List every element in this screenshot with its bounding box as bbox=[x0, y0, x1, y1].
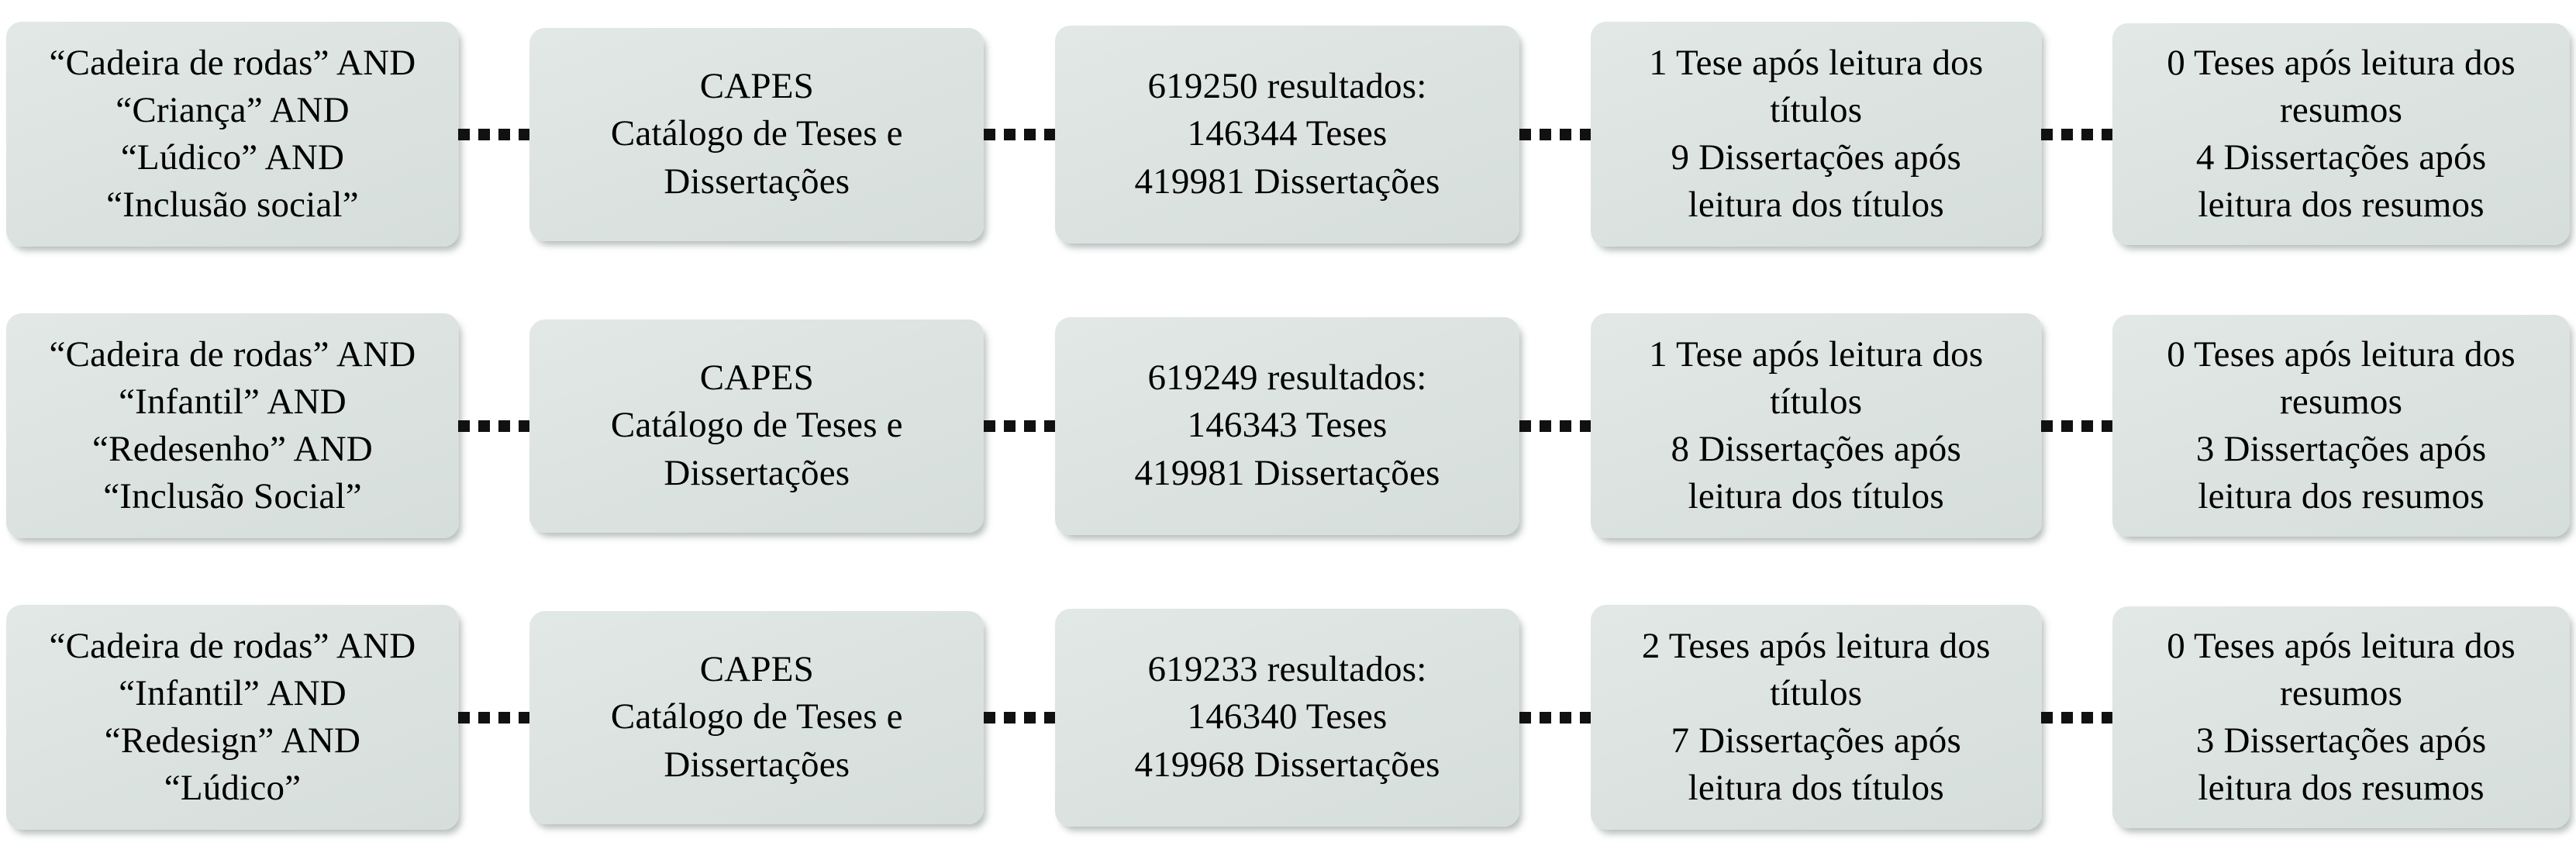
connector-dot-icon bbox=[458, 128, 471, 140]
connector-dot-icon bbox=[2060, 420, 2073, 432]
connector-dot-icon bbox=[1043, 711, 1056, 723]
node-label: 0 Teses após leitura dos resumos 4 Disse… bbox=[2167, 42, 2516, 226]
connector-dot-icon bbox=[1023, 128, 1036, 140]
connector-dots-row2-4 bbox=[2040, 298, 2113, 554]
connector-dot-icon bbox=[1519, 420, 1531, 432]
connector-dot-icon bbox=[2101, 711, 2113, 723]
connector-dots-row3-4 bbox=[2040, 589, 2113, 845]
connector-dot-icon bbox=[1003, 128, 1016, 140]
node-database-row3[interactable]: CAPES Catálogo de Teses e Dissertações bbox=[529, 610, 985, 824]
node-search-query-row1[interactable]: “Cadeira de rodas” AND “Criança” AND “Lú… bbox=[6, 22, 459, 247]
node-label: CAPES Catálogo de Teses e Dissertações bbox=[610, 66, 903, 202]
node-results-row3[interactable]: 619233 resultados: 146340 Teses 419968 D… bbox=[1054, 608, 1520, 827]
connector-dot-icon bbox=[983, 128, 995, 140]
connector-dot-icon bbox=[1003, 711, 1016, 723]
connector-dot-icon bbox=[458, 420, 471, 432]
flow-row-1: “Cadeira de rodas” AND “Criança” AND “Lú… bbox=[0, 6, 2576, 262]
connector-dot-icon bbox=[2081, 711, 2093, 723]
connector-dot-icon bbox=[2101, 128, 2113, 140]
node-label: 619250 resultados: 146344 Teses 419981 D… bbox=[1134, 66, 1440, 202]
flow-row-3: “Cadeira de rodas” AND “Infantil” AND “R… bbox=[0, 589, 2576, 845]
connector-dot-icon bbox=[1559, 711, 1571, 723]
connector-dot-icon bbox=[1003, 420, 1016, 432]
connector-dots-row1-1 bbox=[458, 6, 531, 262]
node-search-query-row3[interactable]: “Cadeira de rodas” AND “Infantil” AND “R… bbox=[6, 605, 459, 830]
connector-dot-icon bbox=[2040, 420, 2053, 432]
connector-dot-icon bbox=[519, 711, 531, 723]
node-database-row1[interactable]: CAPES Catálogo de Teses e Dissertações bbox=[529, 27, 985, 241]
node-label: 619233 resultados: 146340 Teses 419968 D… bbox=[1134, 649, 1440, 785]
connector-dot-icon bbox=[1539, 420, 1551, 432]
connector-dot-icon bbox=[458, 711, 471, 723]
connector-dot-icon bbox=[1579, 420, 1591, 432]
node-label: CAPES Catálogo de Teses e Dissertações bbox=[610, 649, 903, 785]
node-label: 0 Teses após leitura dos resumos 3 Disse… bbox=[2167, 333, 2516, 517]
connector-dot-icon bbox=[2081, 128, 2093, 140]
connector-dot-icon bbox=[1559, 128, 1571, 140]
connector-dot-icon bbox=[1023, 711, 1036, 723]
connector-dot-icon bbox=[478, 711, 491, 723]
connector-dot-icon bbox=[2040, 128, 2053, 140]
connector-dot-icon bbox=[519, 128, 531, 140]
node-abstract-screening-row3[interactable]: 0 Teses após leitura dos resumos 3 Disse… bbox=[2112, 606, 2571, 828]
node-label: 619249 resultados: 146343 Teses 419981 D… bbox=[1134, 357, 1440, 493]
node-label: 1 Tese após leitura dos títulos 8 Disser… bbox=[1649, 333, 1984, 517]
node-database-row2[interactable]: CAPES Catálogo de Teses e Dissertações bbox=[529, 319, 985, 533]
connector-dot-icon bbox=[1559, 420, 1571, 432]
node-label: “Cadeira de rodas” AND “Criança” AND “Lú… bbox=[49, 42, 416, 226]
connector-dot-icon bbox=[1043, 128, 1056, 140]
connector-dot-icon bbox=[1579, 711, 1591, 723]
connector-dots-row1-4 bbox=[2040, 6, 2113, 262]
flow-row-2: “Cadeira de rodas” AND “Infantil” AND “R… bbox=[0, 298, 2576, 554]
node-label: “Cadeira de rodas” AND “Infantil” AND “R… bbox=[49, 625, 416, 809]
node-label: 2 Teses após leitura dos títulos 7 Disse… bbox=[1641, 625, 1991, 809]
connector-dot-icon bbox=[498, 420, 511, 432]
connector-dot-icon bbox=[478, 128, 491, 140]
node-abstract-screening-row1[interactable]: 0 Teses após leitura dos resumos 4 Disse… bbox=[2112, 23, 2571, 245]
node-abstract-screening-row2[interactable]: 0 Teses após leitura dos resumos 3 Disse… bbox=[2112, 315, 2571, 537]
node-results-row1[interactable]: 619250 resultados: 146344 Teses 419981 D… bbox=[1054, 25, 1520, 243]
connector-dots-row1-3 bbox=[1519, 6, 1591, 262]
connector-dot-icon bbox=[498, 711, 511, 723]
connector-dot-icon bbox=[2060, 128, 2073, 140]
node-label: 1 Tese após leitura dos títulos 9 Disser… bbox=[1649, 42, 1984, 226]
connector-dot-icon bbox=[983, 711, 995, 723]
node-title-screening-row2[interactable]: 1 Tese após leitura dos títulos 8 Disser… bbox=[1590, 313, 2042, 538]
node-results-row2[interactable]: 619249 resultados: 146343 Teses 419981 D… bbox=[1054, 316, 1520, 535]
connector-dot-icon bbox=[1539, 128, 1551, 140]
node-title-screening-row1[interactable]: 1 Tese após leitura dos títulos 9 Disser… bbox=[1590, 22, 2042, 247]
node-title-screening-row3[interactable]: 2 Teses após leitura dos títulos 7 Disse… bbox=[1590, 605, 2042, 830]
connector-dot-icon bbox=[2101, 420, 2113, 432]
connector-dots-row1-2 bbox=[983, 6, 1056, 262]
node-label: “Cadeira de rodas” AND “Infantil” AND “R… bbox=[49, 333, 416, 517]
connector-dot-icon bbox=[983, 420, 995, 432]
connector-dots-row2-2 bbox=[983, 298, 1056, 554]
connector-dot-icon bbox=[2060, 711, 2073, 723]
connector-dot-icon bbox=[2081, 420, 2093, 432]
connector-dot-icon bbox=[1519, 711, 1531, 723]
connector-dot-icon bbox=[1539, 711, 1551, 723]
connector-dot-icon bbox=[1519, 128, 1531, 140]
connector-dot-icon bbox=[478, 420, 491, 432]
connector-dot-icon bbox=[1043, 420, 1056, 432]
node-label: 0 Teses após leitura dos resumos 3 Disse… bbox=[2167, 625, 2516, 809]
connector-dots-row3-1 bbox=[458, 589, 531, 845]
connector-dot-icon bbox=[2040, 711, 2053, 723]
connector-dots-row3-3 bbox=[1519, 589, 1591, 845]
connector-dots-row2-3 bbox=[1519, 298, 1591, 554]
connector-dots-row3-2 bbox=[983, 589, 1056, 845]
connector-dots-row2-1 bbox=[458, 298, 531, 554]
connector-dot-icon bbox=[1023, 420, 1036, 432]
connector-dot-icon bbox=[498, 128, 511, 140]
connector-dot-icon bbox=[519, 420, 531, 432]
node-label: CAPES Catálogo de Teses e Dissertações bbox=[610, 357, 903, 493]
connector-dot-icon bbox=[1579, 128, 1591, 140]
node-search-query-row2[interactable]: “Cadeira de rodas” AND “Infantil” AND “R… bbox=[6, 313, 459, 538]
